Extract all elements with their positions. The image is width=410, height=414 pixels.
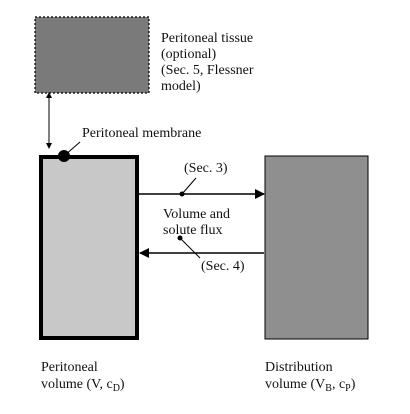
distribution-volume-label-line1: Distribution xyxy=(265,360,333,375)
peritoneal-volume-box xyxy=(39,155,139,340)
sec4-leader-line xyxy=(179,237,201,259)
tissue-label-line2: (optional) xyxy=(161,47,217,62)
peritoneal-membrane-dot xyxy=(58,150,70,162)
peritoneal-volume-label-line1: Peritoneal xyxy=(41,360,98,375)
flux-label-line1: Volume and xyxy=(163,207,230,222)
sec3-leader-line xyxy=(181,177,197,195)
sec4-label: (Sec. 4) xyxy=(201,259,245,274)
flux-label-line2: solute flux xyxy=(163,223,223,238)
tissue-label-line1: Peritoneal tissue xyxy=(161,31,253,46)
distribution-volume-box xyxy=(264,155,369,340)
tissue-label-line4: model) xyxy=(161,79,201,94)
sec3-label: (Sec. 3) xyxy=(184,161,228,176)
peritoneal-tissue-box xyxy=(34,16,150,94)
sec4-leader-dot xyxy=(177,235,183,241)
membrane-label: Peritoneal membrane xyxy=(82,126,201,141)
peritoneal-volume-label-line2: volume (V, cD) xyxy=(41,377,125,394)
distribution-volume-label-line2: volume (VB, cP) xyxy=(265,377,356,394)
tissue-label-line3: (Sec. 5, Flessner xyxy=(161,63,254,78)
sec3-leader-dot xyxy=(179,191,185,197)
